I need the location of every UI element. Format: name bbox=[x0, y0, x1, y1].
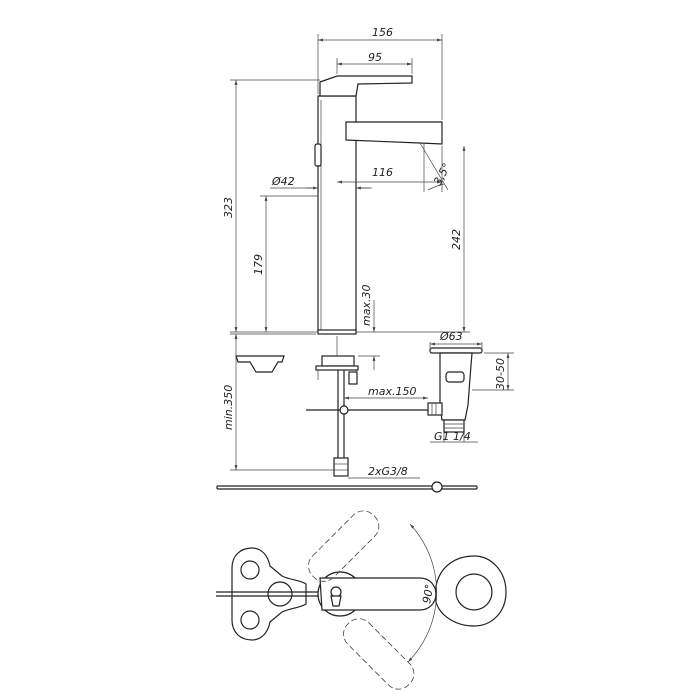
faucet-spout bbox=[345, 121, 443, 145]
dimension-lines bbox=[230, 34, 514, 479]
dim-g1-1-4: G1 1/4 bbox=[434, 430, 471, 443]
dim-30-50: 30-50 bbox=[494, 358, 507, 390]
dim-95: 95 bbox=[368, 51, 382, 64]
faucet-side-button bbox=[314, 143, 322, 167]
faucet-side-view bbox=[306, 75, 443, 477]
faucet-lever bbox=[319, 75, 413, 97]
faucet-top-view bbox=[216, 510, 507, 690]
mounting-washer bbox=[235, 355, 285, 373]
hose-connector bbox=[333, 457, 349, 477]
dim-max30: max.30 bbox=[360, 285, 373, 326]
dim-min350: min.350 bbox=[222, 385, 235, 430]
dim-156: 156 bbox=[372, 26, 393, 39]
dim-242: 242 bbox=[450, 229, 463, 250]
dim-116: 116 bbox=[372, 166, 393, 179]
dim-dia63: Ø63 bbox=[439, 330, 463, 343]
pop-up-drain bbox=[427, 347, 483, 433]
dim-dia42: Ø42 bbox=[271, 175, 295, 188]
dim-max150: max.150 bbox=[368, 385, 416, 398]
mounting-nut bbox=[321, 355, 355, 367]
dim-2xg3-8: 2xG3/8 bbox=[368, 465, 408, 478]
faucet-base-collar bbox=[317, 329, 357, 335]
dim-179: 179 bbox=[252, 254, 265, 275]
dim-angle-90: 90° bbox=[420, 583, 436, 604]
countertop-line bbox=[216, 485, 478, 490]
dim-angle-3-5: 3,5° bbox=[431, 161, 453, 187]
dim-323: 323 bbox=[222, 197, 235, 218]
dimension-labels: 156 95 3,5° 116 Ø42 323 179 242 max.30 Ø… bbox=[222, 26, 507, 605]
